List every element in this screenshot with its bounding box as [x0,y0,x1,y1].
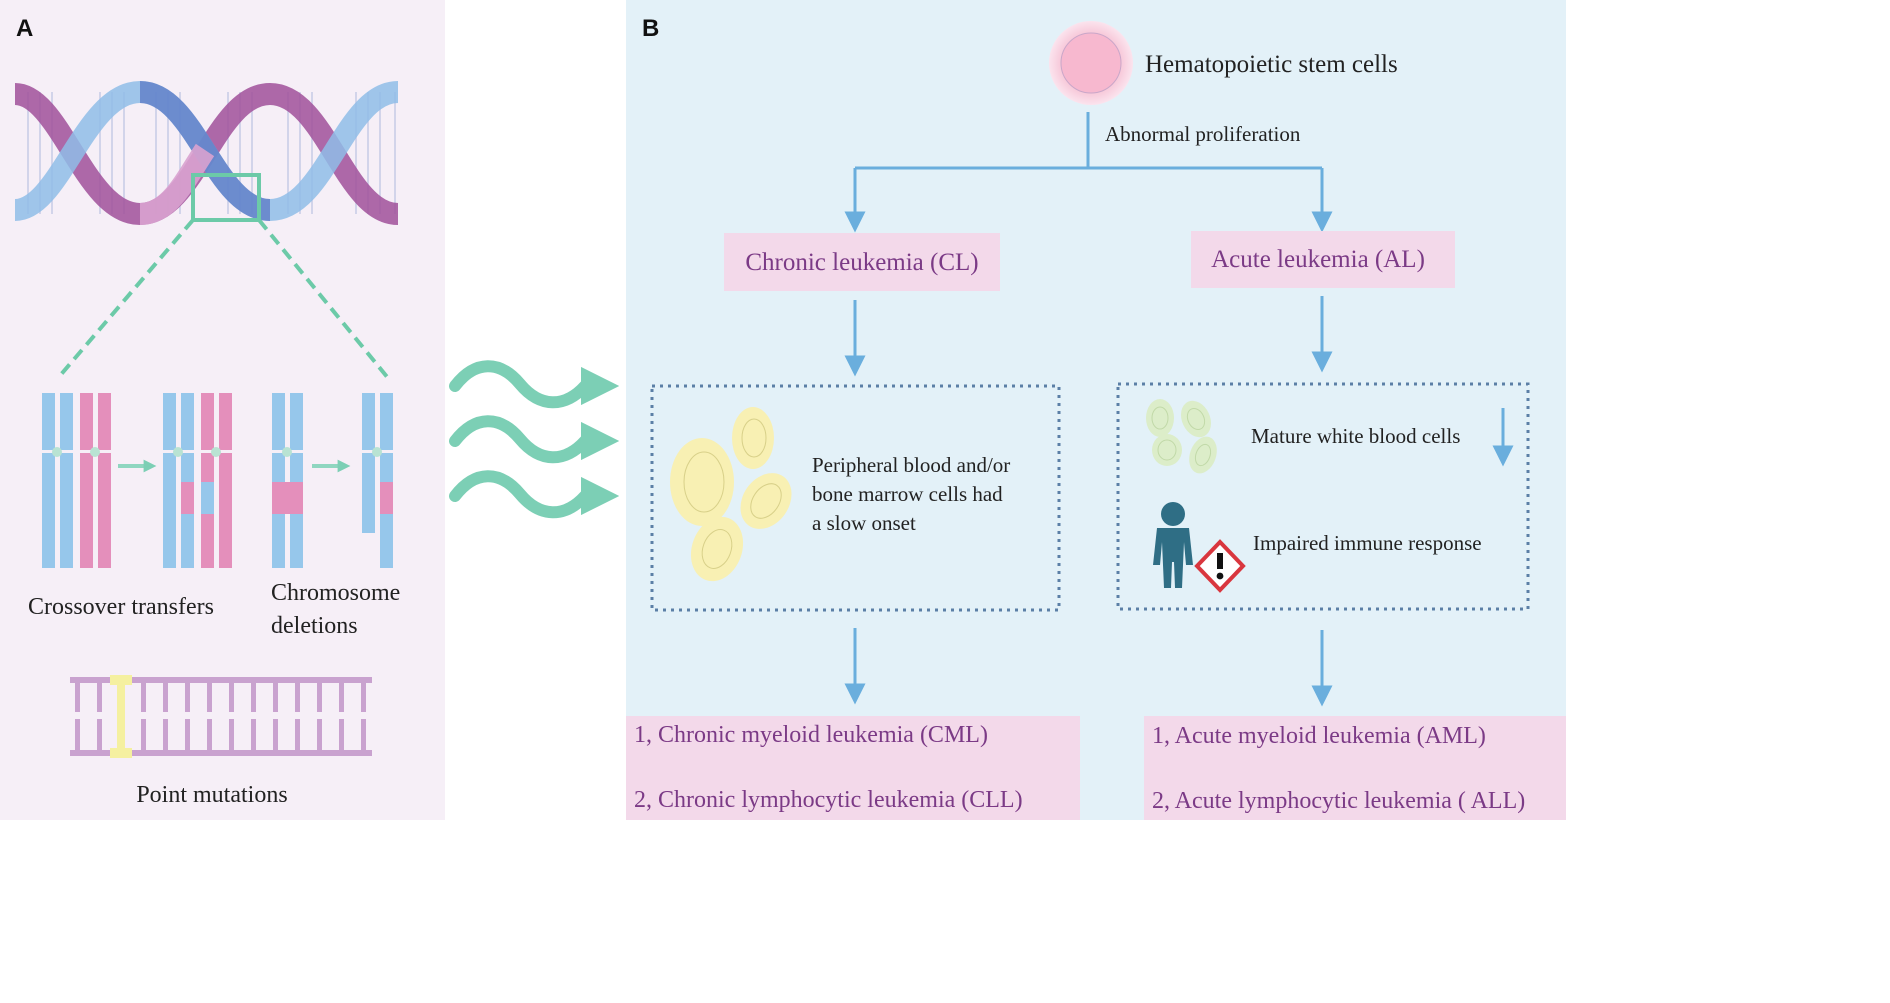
chronic-desc-line2: bone marrow cells had [812,482,1003,506]
chronic-detail-box [650,384,1061,612]
wavy-arrow-3 [449,470,620,519]
person-icon [1153,502,1193,588]
diagram-svg: A B [0,0,1566,820]
chromosomes-deletion-after [360,393,396,568]
warning-icon [1194,539,1246,593]
crossover-label: Crossover transfers [28,594,214,620]
panel-b-background [626,0,1566,820]
acute-item1-label: Mature white blood cells [1251,424,1460,448]
zoom-line-left [56,218,195,380]
acute-type-2: 2, Acute lymphocytic leukemia ( ALL) [1152,788,1525,814]
panel-b-label: B [642,15,659,42]
zoom-line-right [257,218,390,380]
abnormal-proliferation-label: Abnormal proliferation [1105,122,1301,146]
zoom-box [191,173,261,222]
chronic-type-2: 2, Chronic lymphocytic leukemia (CLL) [634,787,1023,813]
chronic-types-box [626,716,1080,820]
deletion-label-line2: deletions [271,613,358,639]
chronic-desc-line3: a slow onset [812,511,916,535]
acute-detail-box [1116,382,1530,611]
chronic-title: Chronic leukemia (CL) [745,249,978,276]
wavy-arrow-2 [449,415,620,464]
acute-type-1: 1, Acute myeloid leukemia (AML) [1152,723,1486,749]
stem-cell-icon [1049,21,1133,105]
yellow-blood-cells-icon [670,407,792,582]
point-mutation-ladder-icon [70,675,372,758]
green-blood-cells-icon [1146,399,1217,474]
point-mutation-label: Point mutations [136,782,287,808]
chromosomes-crossover-after [160,393,236,568]
wavy-arrow-1 [449,360,620,409]
stem-cells-label: Hematopoietic stem cells [1145,51,1398,78]
acute-title: Acute leukemia (AL) [1211,246,1425,273]
chromosomes-crossover-before [40,393,115,568]
acute-item2-label: Impaired immune response [1253,531,1482,555]
dna-helix-icon [13,80,400,226]
panel-a-label: A [16,15,33,42]
acute-types-box [1144,716,1566,820]
chronic-desc-line1: Peripheral blood and/or [812,453,1010,477]
chromosomes-deletion-before [270,393,306,568]
deletion-label-line1: Chromosome [271,580,400,606]
acute-title-box [1191,231,1455,288]
chronic-type-1: 1, Chronic myeloid leukemia (CML) [634,722,988,748]
chronic-title-box [724,233,1000,291]
figure-canvas: A B [0,0,1566,820]
